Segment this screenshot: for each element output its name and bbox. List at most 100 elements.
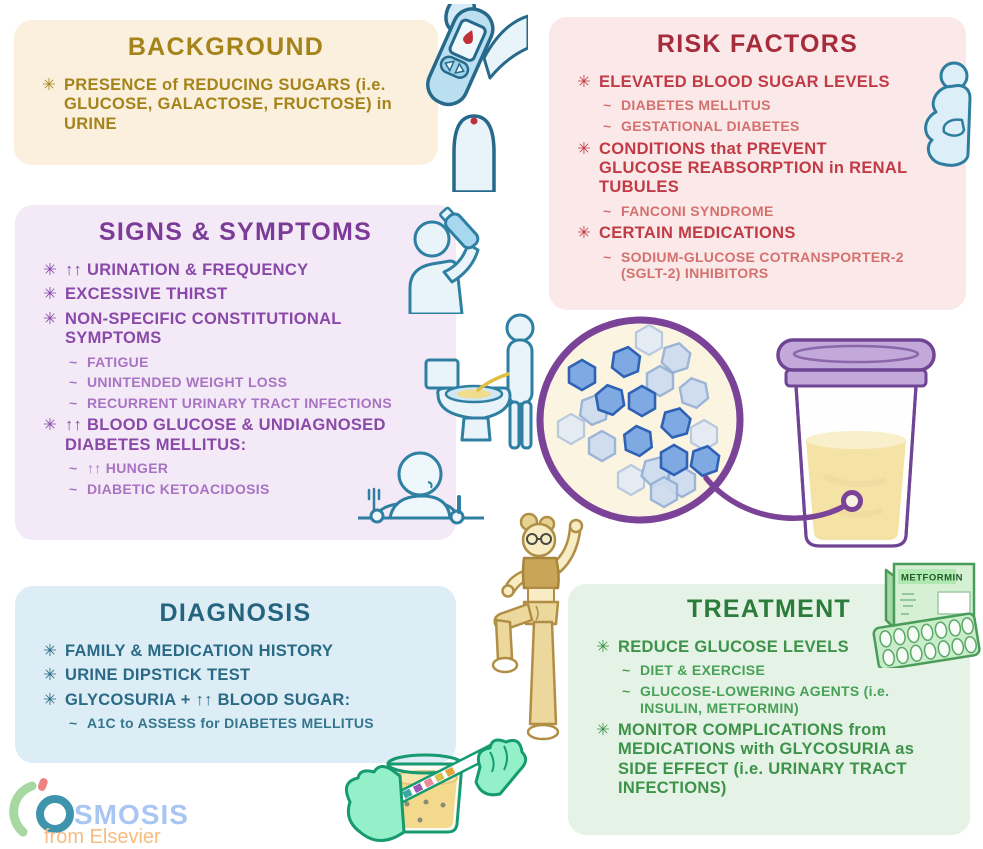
item-text: GLYCOSURIA + ↑↑ BLOOD SUGAR: bbox=[65, 690, 351, 709]
osmosis-tagline: from Elsevier bbox=[44, 826, 161, 846]
asterisk-bullet: ✳ bbox=[43, 666, 57, 685]
item-text: A1C to ASSESS for DIABETES MELLITUS bbox=[87, 715, 374, 732]
item-text: URINE DIPSTICK TEST bbox=[65, 666, 251, 685]
list-item: ✳ CONDITIONS that PREVENT GLUCOSE REABSO… bbox=[577, 140, 910, 198]
osmosis-wordmark: SMOSIS bbox=[74, 799, 189, 830]
asterisk-bullet: ✳ bbox=[42, 76, 56, 94]
asterisk-bullet: ✳ bbox=[43, 642, 57, 660]
item-text: ↑↑ HUNGER bbox=[87, 460, 169, 477]
tilde-bullet: ~ bbox=[69, 374, 78, 391]
list-item: ✳ EXCESSIVE THIRST bbox=[43, 285, 430, 304]
item-text: DIET & EXERCISE bbox=[640, 662, 766, 679]
metformin-pack-icon: METFORMIN bbox=[872, 562, 981, 668]
tilde-bullet: ~ bbox=[69, 353, 78, 370]
list-item: ✳ PRESENCE of REDUCING SUGARS (i.e. GLUC… bbox=[42, 76, 412, 134]
list-item: ~ SODIUM-GLUCOSE COTRANSPORTER-2 (SGLT-2… bbox=[577, 249, 910, 282]
list-item: ✳ ↑↑ URINATION & FREQUENCY bbox=[43, 261, 430, 280]
tilde-bullet: ~ bbox=[603, 248, 612, 265]
tilde-bullet: ~ bbox=[69, 394, 78, 411]
signs-symptoms-panel: SIGNS & SYMPTOMS ✳ ↑↑ URINATION & FREQUE… bbox=[15, 205, 456, 540]
metformin-label: METFORMIN bbox=[901, 573, 963, 584]
tilde-bullet: ~ bbox=[69, 460, 78, 477]
item-text: FAMILY & MEDICATION HISTORY bbox=[65, 642, 334, 660]
item-text: ELEVATED BLOOD SUGAR LEVELS bbox=[599, 73, 890, 91]
background-panel: BACKGROUND ✳ PRESENCE of REDUCING SUGARS… bbox=[14, 20, 438, 165]
exercising-woman-illustration bbox=[491, 512, 584, 741]
risk-factors-panel: RISK FACTORS ✳ ELEVATED BLOOD SUGAR LEVE… bbox=[549, 17, 966, 310]
list-item: ~ FATIGUE bbox=[43, 354, 430, 371]
list-item: ~ GLUCOSE-LOWERING AGENTS (i.e. INSULIN,… bbox=[596, 683, 936, 716]
list-item: ✳ MONITOR COMPLICATIONS from MEDICATIONS… bbox=[596, 721, 936, 799]
treatment-title: TREATMENT bbox=[687, 595, 851, 623]
hungry-person-eating-icon bbox=[358, 451, 484, 525]
tilde-bullet: ~ bbox=[69, 480, 78, 497]
asterisk-bullet: ✳ bbox=[596, 638, 610, 656]
tilde-bullet: ~ bbox=[622, 682, 631, 699]
tilde-bullet: ~ bbox=[603, 97, 612, 114]
item-text: DIABETES MELLITUS bbox=[621, 97, 771, 114]
item-text: CONDITIONS that PREVENT GLUCOSE REABSORP… bbox=[599, 139, 908, 197]
item-text: ↑↑ URINATION & FREQUENCY bbox=[65, 261, 309, 279]
asterisk-bullet: ✳ bbox=[43, 309, 57, 328]
glucose-molecules-magnifier bbox=[536, 316, 744, 524]
diagnosis-panel: DIAGNOSIS ✳ FAMILY & MEDICATION HISTORY … bbox=[15, 586, 456, 763]
item-text: NON-SPECIFIC CONSTITUTIONAL SYMPTOMS bbox=[65, 309, 342, 348]
item-text: GLUCOSE-LOWERING AGENTS (i.e. INSULIN, M… bbox=[640, 682, 890, 716]
signs-symptoms-title: SIGNS & SYMPTOMS bbox=[98, 218, 373, 246]
list-item: ✳ FAMILY & MEDICATION HISTORY bbox=[43, 642, 430, 661]
list-item: ✳ NON-SPECIFIC CONSTITUTIONAL SYMPTOMS bbox=[43, 310, 430, 349]
background-title: BACKGROUND bbox=[127, 33, 325, 61]
list-item: ~ RECURRENT URINARY TRACT INFECTIONS bbox=[43, 395, 430, 412]
osmosis-logo: SMOSIS from Elsevier bbox=[9, 778, 189, 846]
list-item: ✳ GLYCOSURIA + ↑↑ BLOOD SUGAR: bbox=[43, 691, 430, 710]
item-text: UNINTENDED WEIGHT LOSS bbox=[87, 374, 288, 391]
treatment-panel: TREATMENT ✳ REDUCE GLUCOSE LEVELS ~ DIET… bbox=[568, 584, 970, 835]
item-text: FATIGUE bbox=[87, 353, 149, 370]
list-item: ~ FANCONI SYNDROME bbox=[577, 203, 910, 220]
asterisk-bullet: ✳ bbox=[577, 139, 591, 158]
item-text: MONITOR COMPLICATIONS from MEDICATIONS w… bbox=[618, 721, 915, 798]
item-text: SODIUM-GLUCOSE COTRANSPORTER-2 (SGLT-2) … bbox=[621, 248, 904, 282]
list-item: ~ A1C to ASSESS for DIABETES MELLITUS bbox=[43, 715, 430, 732]
item-text: ↑↑ BLOOD GLUCOSE & UNDIAGNOSED DIABETES … bbox=[65, 416, 386, 454]
tilde-bullet: ~ bbox=[603, 202, 612, 219]
asterisk-bullet: ✳ bbox=[577, 224, 591, 243]
list-item: ✳ URINE DIPSTICK TEST bbox=[43, 666, 430, 685]
pregnant-woman-icon bbox=[924, 61, 972, 167]
person-urinating-toilet-icon bbox=[424, 313, 535, 450]
tilde-bullet: ~ bbox=[69, 715, 78, 732]
urine-sample-cup bbox=[776, 338, 936, 548]
list-item: ✳ CERTAIN MEDICATIONS bbox=[577, 224, 910, 243]
list-item: ~ ↑↑ HUNGER bbox=[43, 460, 430, 477]
asterisk-bullet: ✳ bbox=[43, 261, 57, 279]
item-text: RECURRENT URINARY TRACT INFECTIONS bbox=[87, 394, 392, 411]
item-text: GESTATIONAL DIABETES bbox=[621, 117, 800, 134]
list-item: ~ GESTATIONAL DIABETES bbox=[577, 118, 910, 135]
asterisk-bullet: ✳ bbox=[43, 285, 57, 304]
item-text: EXCESSIVE THIRST bbox=[65, 285, 228, 304]
tilde-bullet: ~ bbox=[622, 662, 631, 679]
list-item: ~ DIABETIC KETOACIDOSIS bbox=[43, 481, 430, 498]
list-item: ~ DIABETES MELLITUS bbox=[577, 97, 910, 114]
risk-factors-title: RISK FACTORS bbox=[656, 30, 859, 58]
list-item: ~ DIET & EXERCISE bbox=[596, 662, 936, 679]
magnifier-callout-connector bbox=[703, 475, 863, 522]
asterisk-bullet: ✳ bbox=[577, 73, 591, 91]
item-text: PRESENCE of REDUCING SUGARS (i.e. GLUCOS… bbox=[64, 76, 393, 133]
list-item: ~ UNINTENDED WEIGHT LOSS bbox=[43, 374, 430, 391]
glucose-meter-finger-prick-icon bbox=[426, 4, 528, 192]
person-drinking-water-icon bbox=[408, 206, 480, 314]
item-text: CERTAIN MEDICATIONS bbox=[599, 224, 796, 243]
asterisk-bullet: ✳ bbox=[596, 721, 610, 740]
item-text: DIABETIC KETOACIDOSIS bbox=[87, 480, 270, 497]
diagnosis-title: DIAGNOSIS bbox=[159, 599, 312, 627]
list-item: ✳ REDUCE GLUCOSE LEVELS bbox=[596, 638, 936, 657]
asterisk-bullet: ✳ bbox=[43, 690, 57, 709]
dipstick-test-hands-illustration bbox=[344, 738, 527, 842]
asterisk-bullet: ✳ bbox=[43, 416, 57, 435]
item-text: FANCONI SYNDROME bbox=[621, 202, 774, 219]
list-item: ✳ ↑↑ BLOOD GLUCOSE & UNDIAGNOSED DIABETE… bbox=[43, 416, 430, 455]
tilde-bullet: ~ bbox=[603, 117, 612, 134]
item-text: REDUCE GLUCOSE LEVELS bbox=[618, 638, 849, 656]
